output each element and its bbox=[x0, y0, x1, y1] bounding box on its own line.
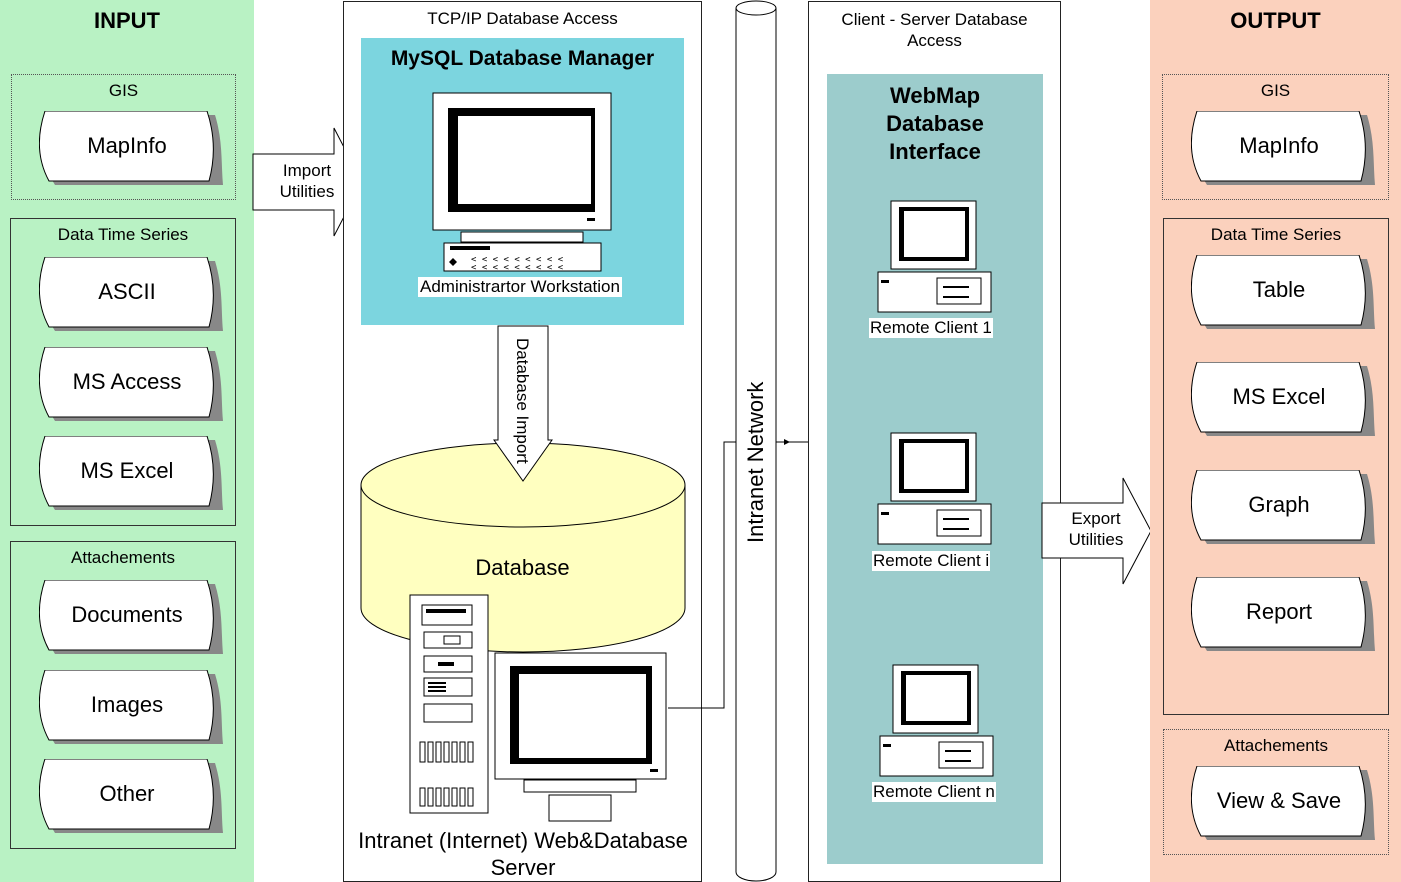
server-monitor-icon bbox=[494, 652, 667, 822]
remote-client-n-icon bbox=[879, 664, 994, 777]
input-att-item-label: Other bbox=[99, 781, 155, 806]
input-att-item-label: Images bbox=[90, 692, 164, 717]
input-ts-item-label: MS Excel bbox=[80, 458, 174, 483]
database-import-arrow bbox=[493, 325, 553, 482]
input-gis-item-label: MapInfo bbox=[87, 133, 167, 158]
input-ts-item-label: MS Access bbox=[72, 369, 182, 394]
remote-client-1-label: Remote Client 1 bbox=[869, 318, 993, 338]
input-ts-item-label: ASCII bbox=[98, 279, 156, 304]
remote-client-n-label: Remote Client n bbox=[872, 782, 996, 802]
input-timeseries-group: Data Time Series ASCII MS Access MS Exce… bbox=[10, 218, 236, 526]
workstation-label: Administrartor Workstation bbox=[418, 277, 622, 297]
intranet-network-pipe bbox=[735, 0, 777, 882]
input-att-item-label: Documents bbox=[71, 602, 183, 627]
output-gis-item: MapInfo bbox=[1191, 111, 1377, 185]
input-attachments-label: Attachements bbox=[71, 548, 175, 567]
output-gis-label: GIS bbox=[1260, 81, 1291, 100]
output-ts-item: Report bbox=[1191, 577, 1377, 651]
output-ts-item: Graph bbox=[1191, 470, 1377, 544]
input-att-item: Other bbox=[39, 759, 225, 833]
output-timeseries-label: Data Time Series bbox=[1210, 225, 1342, 244]
output-gis-group: GIS MapInfo bbox=[1162, 74, 1389, 200]
output-gis-item-label: MapInfo bbox=[1239, 133, 1319, 158]
input-title: INPUT bbox=[94, 8, 160, 33]
export-arrow-shape bbox=[1041, 477, 1152, 585]
mysql-manager-title: MySQL Database Manager bbox=[390, 47, 655, 70]
network-connector bbox=[668, 439, 816, 709]
output-att-item: View & Save bbox=[1191, 766, 1377, 840]
input-timeseries-label: Data Time Series bbox=[57, 225, 189, 244]
output-ts-item-label: Report bbox=[1245, 599, 1313, 624]
output-ts-item-label: Table bbox=[1252, 277, 1306, 302]
output-ts-item: MS Excel bbox=[1191, 362, 1377, 436]
input-attachments-group: Attachements Documents Images Other bbox=[10, 541, 236, 849]
input-gis-item: MapInfo bbox=[39, 111, 225, 185]
tcpip-title: TCP/IP Database Access bbox=[427, 9, 618, 28]
output-attachments-group: Attachements View & Save bbox=[1163, 729, 1389, 855]
database-import-label: Database Import bbox=[513, 338, 532, 464]
input-att-item: Images bbox=[39, 670, 225, 744]
server-tower-icon bbox=[409, 594, 489, 814]
output-title: OUTPUT bbox=[1230, 8, 1321, 33]
svg-text:< < < < < < < < <: < < < < < < < < < bbox=[471, 263, 564, 273]
output-ts-item: Table bbox=[1191, 255, 1377, 329]
input-gis-group: GIS MapInfo bbox=[11, 74, 236, 200]
intranet-network-label: Intranet Network bbox=[743, 381, 768, 543]
output-timeseries-group: Data Time Series Table MS Excel Graph Re… bbox=[1163, 218, 1389, 715]
input-att-item: Documents bbox=[39, 580, 225, 654]
remote-client-i-icon bbox=[877, 432, 992, 545]
output-attachments-label: Attachements bbox=[1224, 736, 1328, 755]
database-label: Database bbox=[475, 555, 570, 580]
workstation-monitor-icon: < < < < < < < < < < < < < < < < < < bbox=[432, 92, 612, 273]
output-panel: OUTPUT GIS MapInfo Data Time Series Tabl… bbox=[1150, 0, 1401, 882]
mysql-manager-box: MySQL Database Manager < < < < < < < < <… bbox=[361, 38, 684, 325]
remote-client-i-label: Remote Client i bbox=[872, 551, 991, 571]
output-ts-item-label: MS Excel bbox=[1232, 384, 1326, 409]
input-ts-item: MS Excel bbox=[39, 436, 225, 510]
output-ts-item-label: Graph bbox=[1248, 492, 1310, 517]
input-panel: INPUT GIS MapInfo Data Time Series ASCII… bbox=[0, 0, 254, 882]
output-att-item-label: View & Save bbox=[1216, 788, 1342, 813]
input-ts-item: ASCII bbox=[39, 257, 225, 331]
input-ts-item: MS Access bbox=[39, 347, 225, 421]
remote-client-1-icon bbox=[877, 200, 992, 313]
svg-text:< < < < < < < < <: < < < < < < < < < bbox=[471, 255, 564, 265]
input-gis-label: GIS bbox=[108, 81, 139, 100]
